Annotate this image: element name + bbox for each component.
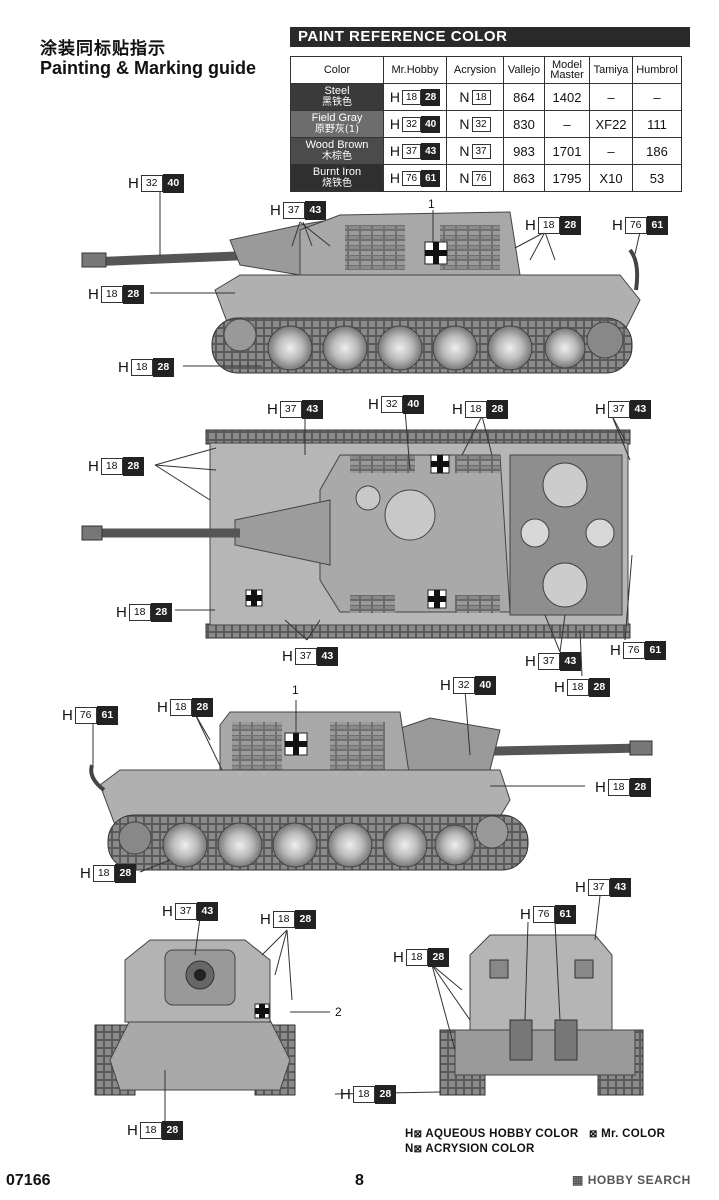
title-english: Painting & Marking guide — [40, 58, 257, 78]
legend-acrysion: N⊠ ACRYSION COLOR — [405, 1143, 535, 1155]
side-view-right — [89, 689, 653, 873]
front-view — [94, 917, 330, 1128]
gun-barrel — [87, 250, 261, 267]
col-humbrol: Humbrol — [632, 56, 682, 84]
model-master-cell: 1402 — [544, 83, 590, 111]
paint-reference-table: Color Mr.Hobby Acrysion Vallejo Model Ma… — [290, 56, 682, 192]
tamiya-cell: – — [589, 137, 633, 165]
product-code: 07166 — [6, 1172, 51, 1189]
reference-color-heading: PAINT REFERENCE COLOR — [290, 27, 690, 47]
humbrol-cell: – — [632, 83, 682, 111]
tamiya-cell: X10 — [589, 164, 633, 192]
balkenkreuz — [424, 241, 448, 265]
rear-view — [334, 895, 644, 1096]
page-number: 8 — [355, 1172, 364, 1189]
col-acrysion: Acrysion — [446, 56, 504, 84]
road-wheels — [267, 325, 586, 371]
watermark-logo-icon: ▦ — [572, 1173, 584, 1187]
model-master-cell: 1795 — [544, 164, 590, 192]
top-view — [81, 409, 633, 677]
vallejo-cell: 863 — [503, 164, 545, 192]
tamiya-cell: – — [589, 83, 633, 111]
watermark: ▦ HOBBY SEARCH — [572, 1173, 691, 1187]
marking-number-2: 2 — [335, 1005, 342, 1019]
humbrol-cell: 111 — [632, 110, 682, 138]
tamiya-cell: XF22 — [589, 110, 633, 138]
table-header-row: Color Mr.Hobby Acrysion Vallejo Model Ma… — [290, 56, 682, 84]
humbrol-cell: 186 — [632, 137, 682, 165]
col-mrhobby: Mr.Hobby — [383, 56, 447, 84]
col-vallejo: Vallejo — [503, 56, 545, 84]
side-view-left — [81, 188, 641, 374]
humbrol-cell: 53 — [632, 164, 682, 192]
marking-number-1-right: 1 — [292, 683, 299, 697]
col-model-master: Model Master — [544, 56, 590, 84]
marking-number-1: 1 — [428, 197, 435, 211]
title-chinese: 涂装同标贴指示 — [40, 39, 166, 59]
legend-aqueous: H⊠ AQUEOUS HOBBY COLOR ⊠ Mr. COLOR — [405, 1128, 666, 1140]
col-tamiya: Tamiya — [589, 56, 633, 84]
col-color: Color — [290, 56, 384, 84]
